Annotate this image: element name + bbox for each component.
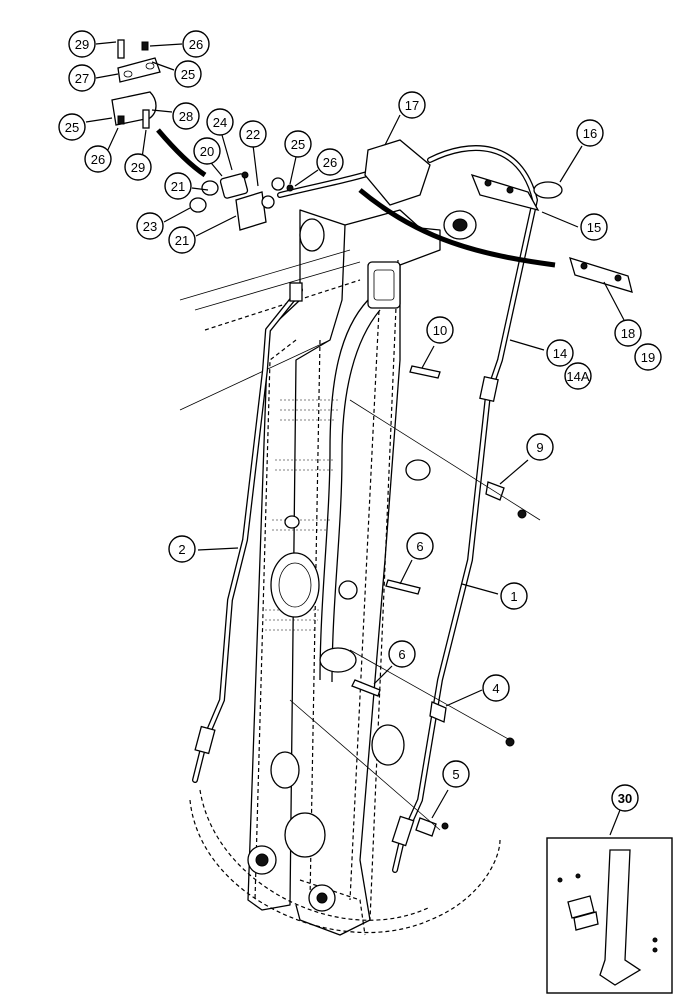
svg-text:28: 28 <box>179 109 193 124</box>
callout-25-top: 25 <box>174 60 202 88</box>
callout-17: 17 <box>398 91 426 119</box>
svg-text:15: 15 <box>587 220 601 235</box>
callout-18: 18 <box>614 319 642 347</box>
callout-6-top: 6 <box>406 532 434 560</box>
svg-text:1: 1 <box>510 589 517 604</box>
svg-text:27: 27 <box>75 71 89 86</box>
callout-25-mid: 25 <box>284 130 312 158</box>
callout-2: 2 <box>168 535 196 563</box>
callout-22: 22 <box>239 120 267 148</box>
callout-1: 1 <box>500 582 528 610</box>
svg-text:29: 29 <box>131 160 145 175</box>
svg-text:4: 4 <box>492 681 499 696</box>
callout-6-bottom: 6 <box>388 640 416 668</box>
arm-hardware <box>289 365 541 837</box>
valve-fittings <box>189 171 294 231</box>
svg-text:25: 25 <box>65 120 79 135</box>
svg-text:30: 30 <box>618 791 632 806</box>
loader-arm-frame <box>179 209 501 936</box>
callout-26-top: 26 <box>182 30 210 58</box>
callout-19: 19 <box>634 343 662 371</box>
callouts: 29 26 27 25 25 28 26 29 24 20 22 25 26 2… <box>58 30 662 812</box>
callout-10: 10 <box>426 316 454 344</box>
svg-text:22: 22 <box>246 127 260 142</box>
svg-text:21: 21 <box>175 233 189 248</box>
svg-text:26: 26 <box>189 37 203 52</box>
clamp-assembly <box>111 39 161 129</box>
svg-text:29: 29 <box>75 37 89 52</box>
callout-21-top: 21 <box>164 172 192 200</box>
svg-text:25: 25 <box>291 137 305 152</box>
svg-text:25: 25 <box>181 67 195 82</box>
callout-29-top: 29 <box>68 30 96 58</box>
callout-28: 28 <box>172 102 200 130</box>
svg-text:14: 14 <box>553 346 567 361</box>
callout-26-mid: 26 <box>316 148 344 176</box>
svg-text:10: 10 <box>433 323 447 338</box>
svg-text:14A: 14A <box>566 369 589 384</box>
callout-16: 16 <box>576 119 604 147</box>
callout-20: 20 <box>193 137 221 165</box>
svg-text:21: 21 <box>171 179 185 194</box>
svg-text:17: 17 <box>405 98 419 113</box>
svg-text:23: 23 <box>143 219 157 234</box>
svg-text:18: 18 <box>621 326 635 341</box>
svg-text:26: 26 <box>323 155 337 170</box>
callout-23: 23 <box>136 212 164 240</box>
bracket-and-clamp <box>364 139 633 293</box>
callout-25-left: 25 <box>58 113 86 141</box>
callout-30: 30 <box>611 784 639 812</box>
leader-30 <box>609 809 621 836</box>
hydraulic-tubes <box>156 128 556 873</box>
svg-text:24: 24 <box>213 115 227 130</box>
callout-24: 24 <box>206 108 234 136</box>
svg-text:6: 6 <box>416 539 423 554</box>
callout-4: 4 <box>482 674 510 702</box>
callout-26-left: 26 <box>84 145 112 173</box>
svg-text:2: 2 <box>178 542 185 557</box>
svg-text:19: 19 <box>641 350 655 365</box>
callout-21-bottom: 21 <box>168 226 196 254</box>
detail-box <box>546 837 673 994</box>
svg-text:26: 26 <box>91 152 105 167</box>
svg-text:6: 6 <box>398 647 405 662</box>
callout-15: 15 <box>580 213 608 241</box>
callout-9: 9 <box>526 433 554 461</box>
svg-text:16: 16 <box>583 126 597 141</box>
callout-27: 27 <box>68 64 96 92</box>
callout-29-bottom: 29 <box>124 153 152 181</box>
callout-5: 5 <box>442 760 470 788</box>
leader-lines <box>85 41 625 819</box>
callout-14: 14 <box>546 339 574 367</box>
svg-text:9: 9 <box>536 440 543 455</box>
svg-text:5: 5 <box>452 767 459 782</box>
svg-text:20: 20 <box>200 144 214 159</box>
callout-14A: 14A <box>564 362 592 390</box>
